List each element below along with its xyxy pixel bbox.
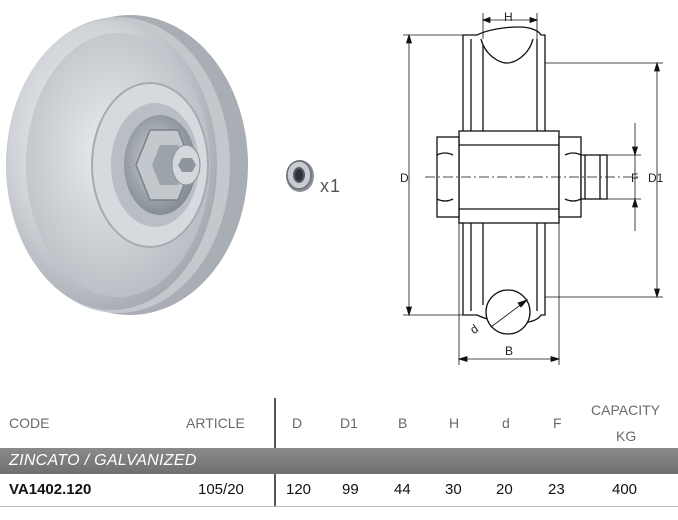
cell-article: 105/20 xyxy=(198,481,244,498)
dim-label-F: F xyxy=(631,171,638,185)
accessory-quantity: x1 xyxy=(320,176,342,196)
dim-label-D: D xyxy=(400,171,409,185)
header-article: ARTICLE xyxy=(186,415,245,431)
header-D1: D1 xyxy=(340,415,358,431)
cell-code: VA1402.120 xyxy=(9,481,92,498)
header-D: D xyxy=(292,415,303,431)
header-code: CODE xyxy=(9,415,50,431)
table-divider-row xyxy=(274,474,276,506)
washer-icon xyxy=(286,160,314,192)
technical-drawing: H D D1 F B d xyxy=(400,10,664,365)
header-F: F xyxy=(553,415,562,431)
header-capacity-unit: KG xyxy=(616,428,637,444)
header-capacity: CAPACITY xyxy=(591,402,660,418)
group-label: ZINCATO / GALVANIZED xyxy=(9,452,197,469)
group-band xyxy=(0,448,678,474)
header-H: H xyxy=(449,415,460,431)
header-d: d xyxy=(502,415,510,431)
cell-F: 23 xyxy=(548,481,565,498)
cell-D: 120 xyxy=(286,481,312,498)
dim-label-B: B xyxy=(505,344,513,358)
cell-H: 30 xyxy=(445,481,462,498)
wheel-product-photo xyxy=(6,15,248,315)
cell-B: 44 xyxy=(394,481,411,498)
table-divider xyxy=(274,398,276,450)
cell-D1: 99 xyxy=(342,481,359,498)
dim-label-D1: D1 xyxy=(648,171,664,185)
cell-capacity: 400 xyxy=(612,481,638,498)
cell-d: 20 xyxy=(496,481,513,498)
dim-label-H: H xyxy=(504,10,513,24)
table-bottom-rule xyxy=(0,506,678,507)
dim-label-d: d xyxy=(467,322,481,337)
header-B: B xyxy=(398,415,408,431)
